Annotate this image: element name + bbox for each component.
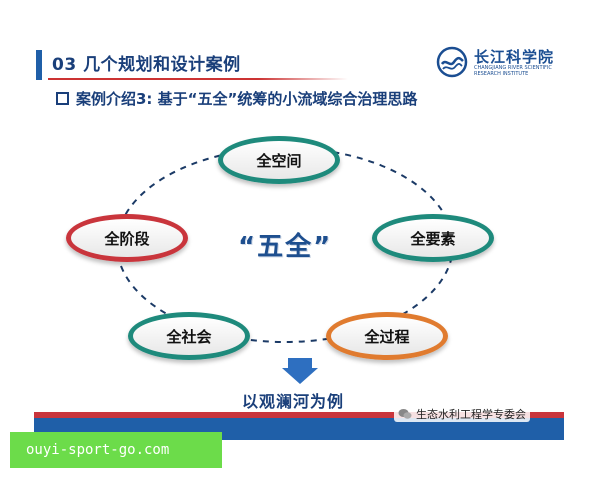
center-label: “五全” bbox=[238, 232, 333, 262]
node-full-process: 全过程 bbox=[326, 312, 448, 360]
river-institute-logo-icon bbox=[436, 46, 468, 78]
wechat-icon bbox=[398, 409, 412, 419]
down-arrow-icon bbox=[282, 358, 318, 384]
node-full-process-label: 全过程 bbox=[364, 327, 410, 346]
footer-stripe-red bbox=[34, 412, 564, 418]
node-full-stage: 全阶段 bbox=[66, 214, 188, 262]
example-caption: 以观澜河为例 bbox=[242, 392, 345, 411]
case-heading-text: 案例介绍3: 基于“五全”统筹的小流域综合治理思路 bbox=[76, 90, 418, 108]
institute-name-cn: 长江科学院 bbox=[474, 48, 555, 66]
node-full-elements: 全要素 bbox=[372, 214, 494, 262]
node-full-elements-label: 全要素 bbox=[410, 229, 456, 248]
node-full-space-label: 全空间 bbox=[256, 151, 302, 170]
wechat-watermark: 生态水利工程学专委会 bbox=[394, 406, 530, 422]
section-title: 03 几个规划和设计案例 bbox=[52, 55, 241, 75]
institute-logo: 长江科学院 CHANGJIANG RIVER SCIENTIFIC RESEAR… bbox=[436, 44, 566, 80]
url-text[interactable]: ouyi-sport-go.com bbox=[26, 442, 170, 458]
institute-name-en: CHANGJIANG RIVER SCIENTIFIC RESEARCH INS… bbox=[474, 65, 552, 77]
header-accent-bar bbox=[36, 50, 42, 80]
node-full-society: 全社会 bbox=[128, 312, 250, 360]
checkbox-bullet-icon bbox=[56, 92, 69, 105]
node-full-stage-label: 全阶段 bbox=[104, 229, 150, 248]
node-full-society-label: 全社会 bbox=[166, 327, 212, 346]
node-full-space: 全空间 bbox=[218, 136, 340, 184]
wechat-account-name: 生态水利工程学专委会 bbox=[416, 408, 526, 421]
url-banner[interactable]: ouyi-sport-go.com bbox=[10, 432, 222, 468]
header-underline bbox=[48, 78, 348, 80]
